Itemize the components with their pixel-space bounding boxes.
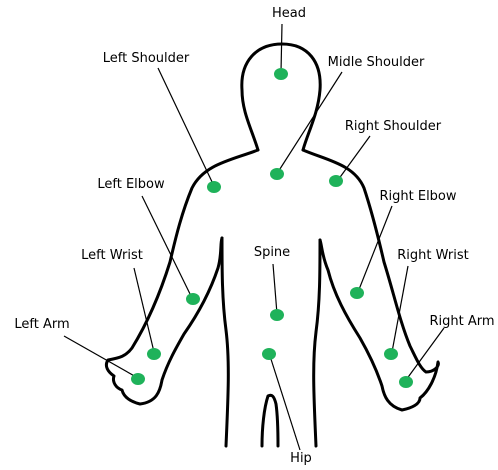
label-left-wrist: Left Wrist: [81, 248, 143, 263]
joint-spine: [270, 309, 284, 321]
leader-lines: [64, 24, 444, 450]
crotch-outline: [262, 395, 278, 446]
joint-right-arm: [399, 376, 413, 388]
joint-markers: [131, 68, 413, 388]
left-torso-outline: [222, 238, 228, 446]
label-spine: Spine: [254, 245, 290, 260]
label-left-elbow: Left Elbow: [97, 177, 165, 192]
joint-right-wrist: [384, 348, 398, 360]
label-right-elbow: Right Elbow: [379, 189, 456, 204]
leader-spine: [273, 264, 277, 314]
label-midle-shoulder: Midle Shoulder: [328, 55, 425, 70]
joint-left-elbow: [186, 293, 200, 305]
leader-left-arm: [64, 336, 138, 378]
joint-right-shoulder: [329, 175, 343, 187]
joint-left-shoulder: [207, 181, 221, 193]
label-right-arm: Right Arm: [429, 314, 494, 329]
label-left-shoulder: Left Shoulder: [103, 51, 190, 66]
label-left-arm: Left Arm: [14, 317, 69, 332]
leader-head: [281, 24, 282, 72]
right-torso-outline: [314, 240, 320, 446]
label-hip: Hip: [290, 451, 312, 466]
leader-right-wrist: [392, 266, 408, 352]
leader-right-elbow: [358, 206, 392, 292]
joint-right-elbow: [350, 287, 364, 299]
joint-hip: [262, 348, 276, 360]
joint-head: [274, 68, 288, 80]
label-right-wrist: Right Wrist: [397, 248, 468, 263]
joint-midle-shoulder: [270, 168, 284, 180]
joint-left-wrist: [147, 348, 161, 360]
leader-midle-shoulder: [278, 72, 342, 172]
label-right-shoulder: Right Shoulder: [345, 119, 442, 134]
joint-left-arm: [131, 373, 145, 385]
leader-left-shoulder: [158, 68, 214, 186]
label-head: Head: [272, 6, 306, 21]
